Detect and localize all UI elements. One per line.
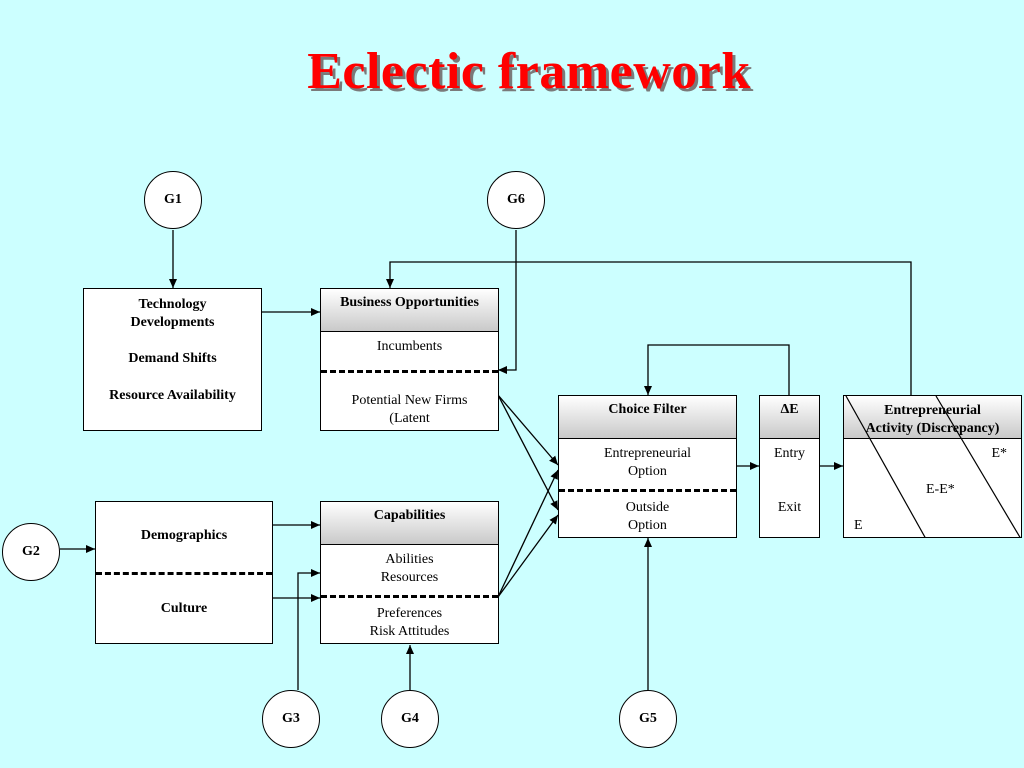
- arrow-capabilities-to-entre: [497, 469, 559, 598]
- e-label: E: [854, 518, 863, 533]
- outside-option-line2: Option: [628, 518, 667, 533]
- choice-filter-divider: [559, 489, 736, 492]
- node-g5-label: G5: [639, 711, 657, 726]
- incumbents-label: Incumbents: [376, 339, 443, 354]
- choice-filter-box: Choice Filter Entrepreneurial Option Out…: [558, 395, 737, 538]
- choice-filter-header: Choice Filter: [559, 396, 736, 439]
- environment-box: Technology Developments Demand Shifts Re…: [83, 288, 262, 431]
- culture-label: Culture: [160, 601, 208, 616]
- capabilities-divider: [321, 595, 498, 598]
- arrow-delta-to-choice: [644, 344, 790, 395]
- business-opportunities-box: Business Opportunities Incumbents Potent…: [320, 288, 499, 431]
- arrow-g6-to-business: [498, 230, 517, 374]
- node-g4: G4: [381, 690, 439, 748]
- node-g4-label: G4: [401, 711, 419, 726]
- business-opportunities-header: Business Opportunities: [321, 289, 498, 332]
- developments-label: Developments: [130, 315, 215, 330]
- entrepreneurial-activity-header: Entrepreneurial Activity (Discrepancy): [844, 396, 1021, 439]
- node-g3-label: G3: [282, 711, 300, 726]
- business-divider: [321, 370, 498, 373]
- delta-e-box: ΔE Entry Exit: [759, 395, 820, 538]
- outside-option-line1: Outside: [625, 500, 670, 515]
- node-g6-label: G6: [507, 192, 525, 207]
- risk-attitudes-label: Risk Attitudes: [369, 624, 450, 639]
- arrow-g3-to-capabilities: [297, 569, 320, 690]
- node-g2-label: G2: [22, 544, 40, 559]
- capabilities-box: Capabilities Abilities Resources Prefere…: [320, 501, 499, 644]
- slide-title: Eclectic framework: [307, 43, 751, 100]
- exit-label: Exit: [777, 500, 802, 515]
- entrepreneurial-activity-box: Entrepreneurial Activity (Discrepancy) E…: [843, 395, 1022, 538]
- latent-label: (Latent: [389, 411, 430, 426]
- demographics-label: Demographics: [140, 528, 228, 543]
- arrow-capabilities-to-outside: [497, 514, 559, 598]
- arrow-potential-to-entre: [497, 394, 559, 466]
- delta-e-header: ΔE: [760, 396, 819, 439]
- demographics-divider: [96, 572, 272, 575]
- potential-firms-label: Potential New Firms: [351, 393, 468, 408]
- entrepreneurial-option-line1: Entrepreneurial: [603, 446, 692, 461]
- arrow-potential-to-outside: [497, 394, 559, 511]
- technology-label: Technology: [138, 297, 207, 312]
- resources-label: Resources: [380, 570, 439, 585]
- resource-availability-label: Resource Availability: [109, 388, 236, 403]
- node-g3: G3: [262, 690, 320, 748]
- entrepreneurial-option-line2: Option: [628, 464, 667, 479]
- e-minus-e-star-label: E-E*: [926, 482, 955, 497]
- node-g5: G5: [619, 690, 677, 748]
- node-g2: G2: [2, 523, 60, 581]
- abilities-label: Abilities: [385, 552, 434, 567]
- demographics-culture-box: Demographics Culture: [95, 501, 273, 644]
- activity-header-line1: Entrepreneurial: [884, 403, 981, 418]
- node-g6: G6: [487, 171, 545, 229]
- node-g1: G1: [144, 171, 202, 229]
- node-g1-label: G1: [164, 192, 182, 207]
- arrow-feedback-to-business: [386, 261, 912, 395]
- activity-header-line2: Activity (Discrepancy): [865, 421, 1000, 436]
- discrepancy-diagonals: [845, 396, 1021, 537]
- e-star-label: E*: [991, 446, 1007, 461]
- entry-label: Entry: [773, 446, 806, 461]
- demand-shifts-label: Demand Shifts: [128, 351, 217, 366]
- preferences-label: Preferences: [376, 606, 443, 621]
- capabilities-header: Capabilities: [321, 502, 498, 545]
